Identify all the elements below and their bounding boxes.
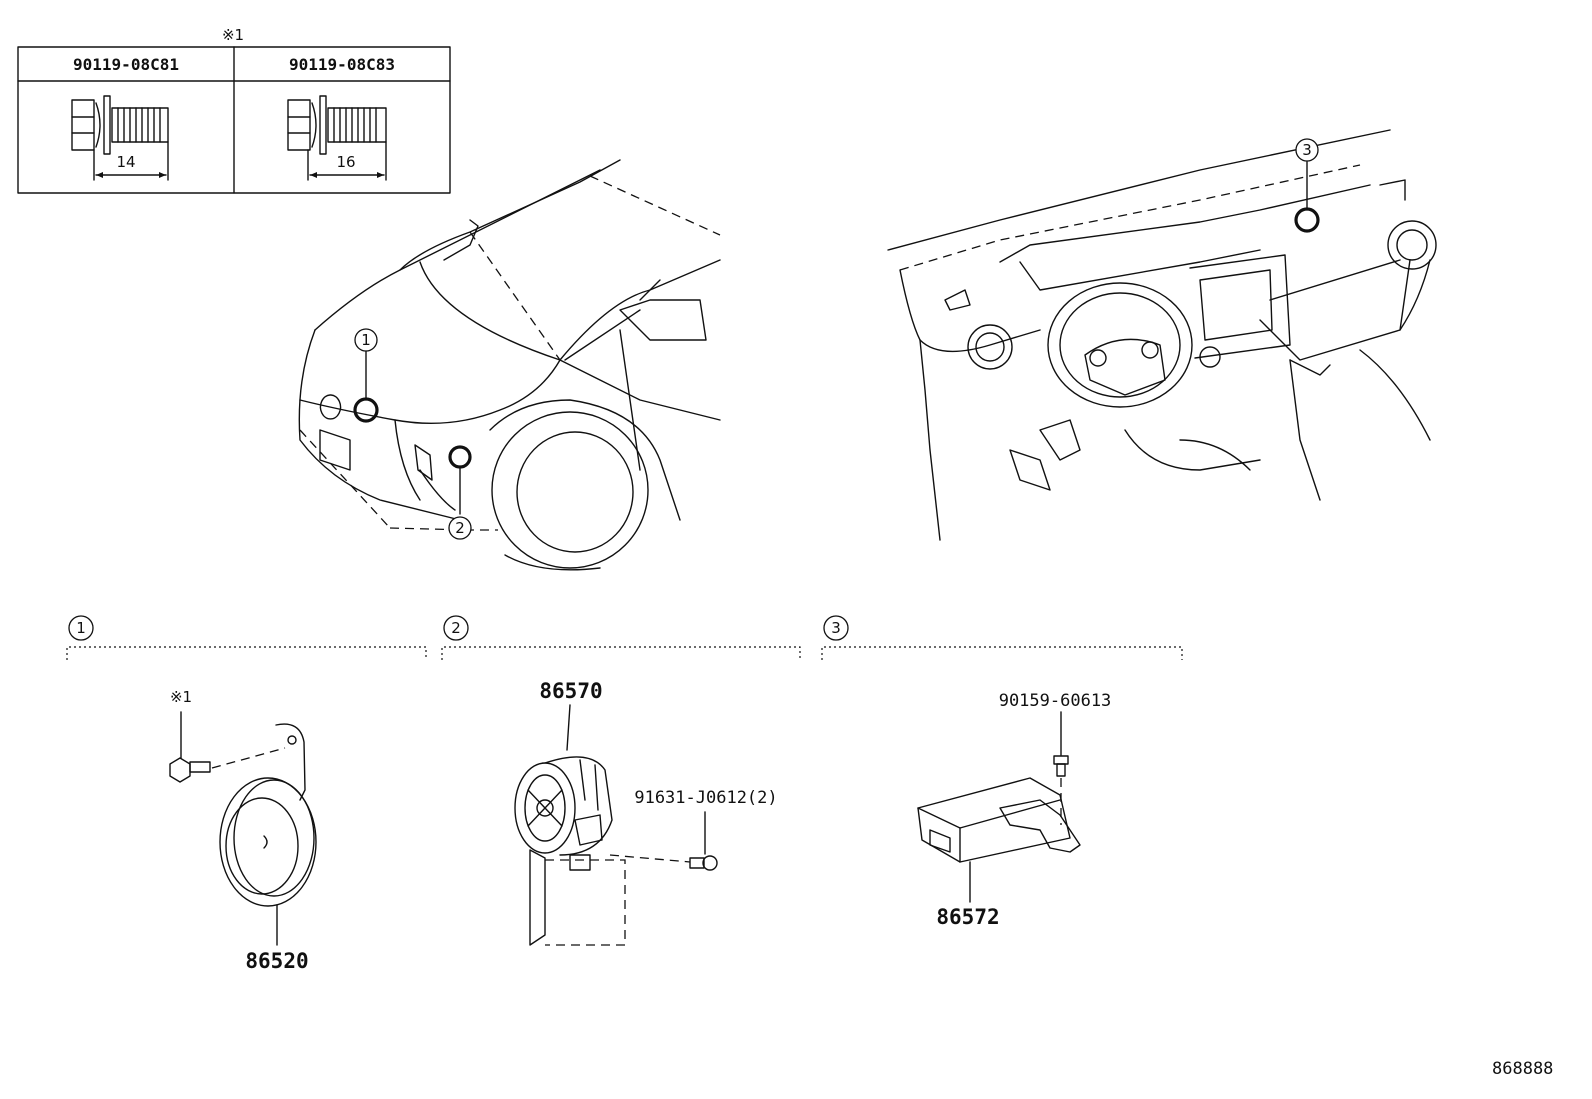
section-3: 3	[821, 615, 1183, 660]
section-2: 2	[441, 615, 801, 660]
illustration-id: 868888	[1492, 1059, 1553, 1079]
table-note-mark: ※1	[222, 26, 244, 44]
bolt-washer-icon	[71, 95, 169, 181]
dashboard-illustration	[887, 129, 1437, 541]
location-marker-2: 2	[448, 516, 472, 540]
control-unit-drawing	[917, 711, 1081, 903]
part-label-86572: 86572	[936, 905, 999, 929]
section-3-bracket	[821, 646, 1183, 660]
part-label-86570: 86570	[539, 679, 602, 703]
section-1: 1	[66, 615, 427, 660]
location-marker-1: 1	[354, 328, 378, 352]
section-2-marker-label: 2	[451, 619, 461, 637]
location-ring-3	[1294, 207, 1320, 233]
table-col2-part-number: 90119-08C83	[289, 55, 395, 74]
table-col1-part-number: 90119-08C81	[73, 55, 179, 74]
section-3-marker-label: 3	[831, 619, 841, 637]
vehicle-front-illustration	[298, 159, 721, 571]
siren-assembly-drawing	[514, 704, 718, 946]
bolt-note-mark: ※1	[170, 688, 192, 706]
section-3-marker	[823, 615, 849, 641]
section-2-marker	[443, 615, 469, 641]
section-2-bracket	[441, 646, 801, 660]
table-col1-length: 14	[116, 153, 135, 171]
section-1-marker-label: 1	[76, 619, 86, 637]
svg-text:1: 1	[361, 331, 371, 349]
svg-text:3: 3	[1302, 141, 1312, 159]
part-label-86520: 86520	[245, 949, 308, 973]
section-1-marker	[68, 615, 94, 641]
location-ring-1	[353, 397, 379, 423]
svg-text:2: 2	[455, 519, 465, 537]
location-ring-2	[448, 445, 472, 469]
horn-assembly-drawing: ※1	[169, 688, 317, 946]
table-col2-length: 16	[336, 153, 355, 171]
section-1-bracket	[66, 646, 427, 660]
fastener-table: ※1 90119-08C81 90119-08C83 14	[17, 26, 451, 194]
location-marker-3: 3	[1295, 138, 1319, 162]
part-label-91631-J0612: 91631-J0612(2)	[634, 788, 777, 808]
bolt-washer-icon	[287, 95, 387, 181]
part-label-90159-60613: 90159-60613	[999, 691, 1112, 711]
